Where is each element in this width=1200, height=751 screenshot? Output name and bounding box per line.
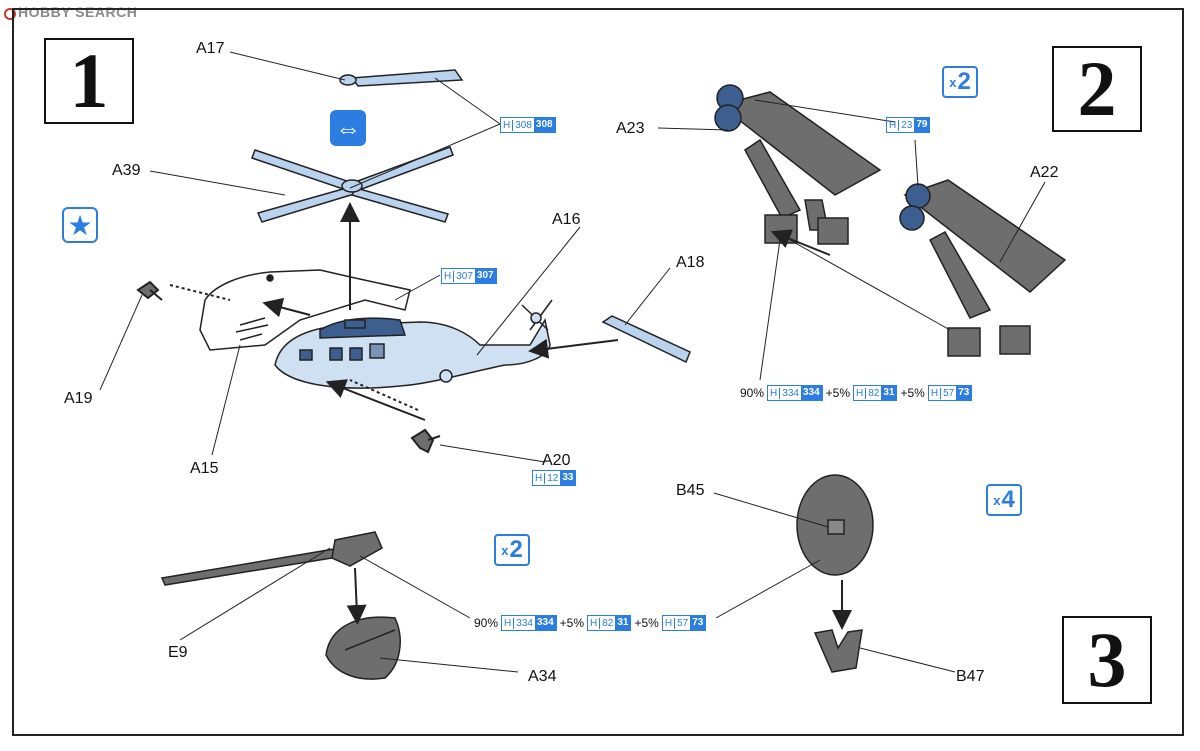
step3-leaders <box>179 492 956 673</box>
label-a20: A20 <box>542 452 571 469</box>
step2-leaders <box>657 99 1046 381</box>
mirror-a19 <box>136 280 163 301</box>
label-a34: A34 <box>528 668 557 685</box>
launcher-a22 <box>899 179 1067 357</box>
stabilizer-a18 <box>601 315 691 364</box>
launcher-a23 <box>714 84 882 245</box>
label-a17: A17 <box>196 40 225 57</box>
step1-leaders <box>99 51 671 463</box>
bracket-b47 <box>813 629 863 673</box>
label-a16: A16 <box>552 211 581 228</box>
label-b45: B45 <box>676 482 705 499</box>
step1-arrows <box>169 202 619 421</box>
fold-rotor-icon: ⇔ <box>330 110 366 146</box>
star-icon: ★ <box>62 207 98 243</box>
rotor-blade-a17 <box>339 69 464 87</box>
step-number-1: 1 <box>44 37 134 124</box>
step-number-2: 2 <box>1052 45 1142 132</box>
label-a22: A22 <box>1030 164 1059 181</box>
gun-e9 <box>160 531 383 586</box>
engine-panel-a15 <box>199 269 411 351</box>
label-a39: A39 <box>112 162 141 179</box>
step-a20 <box>410 428 441 454</box>
label-a18: A18 <box>676 254 705 271</box>
label-a15: A15 <box>190 460 219 477</box>
watermark-logo-icon <box>4 8 16 20</box>
main-rotor-a39 <box>251 146 454 223</box>
sheet-frame <box>12 8 1184 736</box>
step3-arrows <box>346 567 852 630</box>
gun-mount-a34 <box>325 616 401 680</box>
step-number-3: 3 <box>1062 616 1152 704</box>
step2-arrows <box>770 229 831 256</box>
label-a23: A23 <box>616 120 645 137</box>
label-a19: A19 <box>64 390 93 407</box>
label-b47: B47 <box>956 668 985 685</box>
drum-b45 <box>796 474 874 576</box>
label-e9: E9 <box>168 644 188 661</box>
